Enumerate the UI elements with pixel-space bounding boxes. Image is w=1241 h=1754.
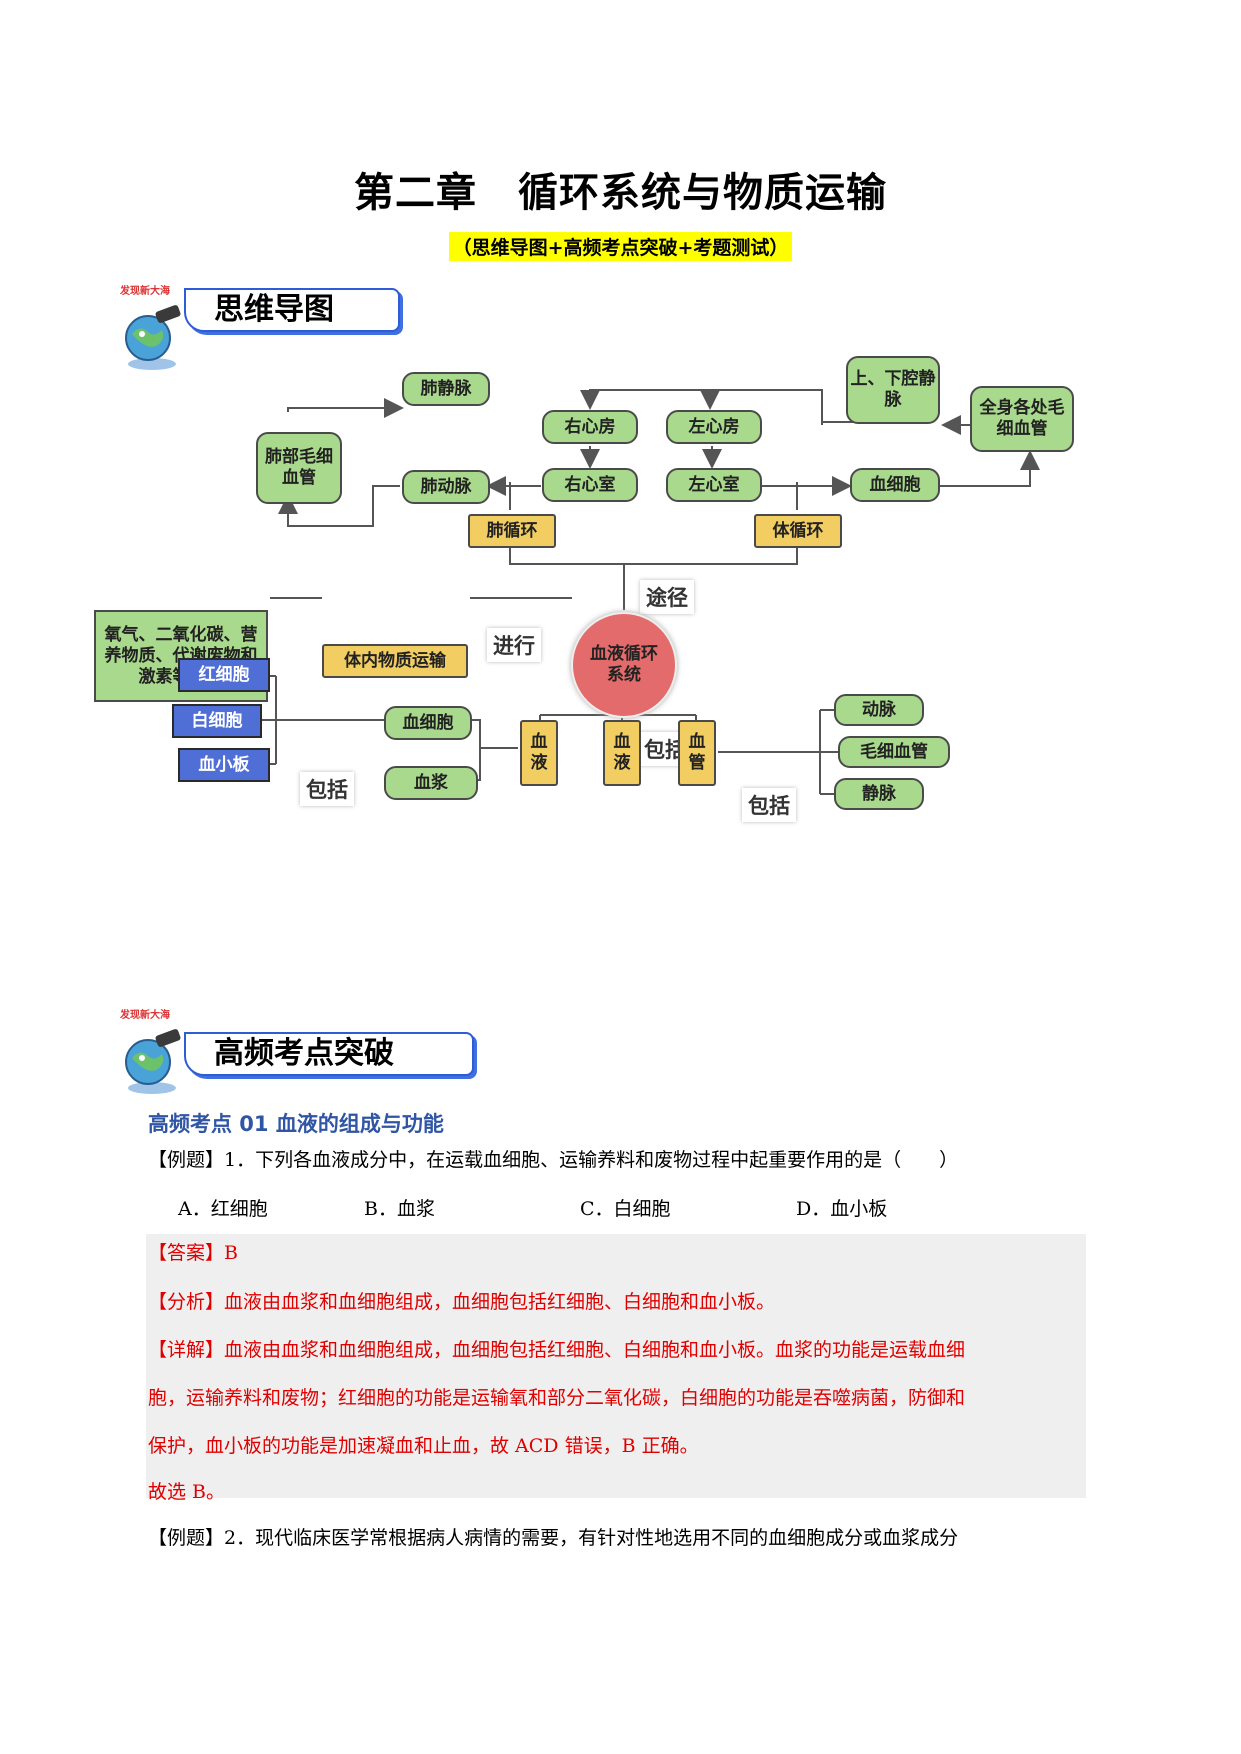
node-center: 血液循环系统: [571, 612, 677, 718]
node-vessel: 血管: [678, 720, 716, 786]
mascot-icon: 发现新大海: [118, 282, 186, 374]
node-lung-vein: 肺静脉: [402, 372, 490, 406]
node-left-atrium: 左心房: [666, 410, 762, 444]
node-left-ventricle: 左心室: [666, 468, 762, 502]
label-route: 途径: [640, 580, 694, 614]
center-label: 血液循环系统: [590, 644, 658, 685]
node-capillary: 毛细血管: [838, 736, 950, 768]
conclusion: 故选 B。: [148, 1481, 226, 1503]
option-a: A．红细胞: [178, 1198, 268, 1220]
mascot-icon-2: 发现新大海: [118, 1006, 186, 1098]
node-vein: 静脉: [834, 778, 924, 810]
node-transport: 体内物质运输: [322, 644, 468, 678]
node-white-blood-cell: 白细胞: [172, 704, 262, 738]
node-blood-1: 血液: [520, 720, 558, 786]
detail-line-1: 【详解】血液由血浆和血细胞组成，血细胞包括红细胞、白细胞和血小板。血浆的功能是运…: [148, 1339, 966, 1361]
node-lung-capillary: 肺部毛细血管: [256, 432, 342, 504]
section-banner-hot: 高频考点突破: [184, 1032, 474, 1076]
section-title-mindmap: 思维导图: [214, 292, 334, 327]
detail-line-2: 胞，运输养料和废物；红细胞的功能是运输氧和部分二氧化碳，白细胞的功能是吞噬病菌，…: [148, 1387, 966, 1409]
node-systemic-circulation: 体循环: [754, 514, 842, 548]
subtitle-wrap: （思维导图+高频考点突破+考题测试）: [0, 232, 1241, 261]
mind-map: 肺静脉 肺部毛细血管 右心房 左心房 上、下腔静脉 全身各处毛细血管 肺动脉 右…: [0, 356, 1241, 920]
mascot-text: 发现新大海: [119, 284, 170, 297]
label-carry: 进行: [487, 628, 541, 662]
section-banner-mindmap: 思维导图: [184, 288, 400, 332]
analysis: 【分析】血液由血浆和血细胞组成，血细胞包括红细胞、白细胞和血小板。: [148, 1291, 776, 1313]
node-blood-2: 血液: [603, 720, 641, 786]
label-include-left: 包括: [300, 772, 354, 806]
subtitle: （思维导图+高频考点突破+考题测试）: [448, 232, 793, 261]
node-red-blood-cell: 红细胞: [178, 658, 270, 692]
node-substances: 氧气、二氧化碳、营养物质、代谢废物和激素等物质: [94, 610, 268, 702]
node-right-ventricle: 右心室: [542, 468, 638, 502]
question-1: 【例题】1．下列各血液成分中，在运载血细胞、运输养料和废物过程中起重要作用的是（…: [148, 1149, 959, 1171]
option-c: C．白细胞: [580, 1198, 671, 1220]
answer: 【答案】B: [148, 1242, 238, 1264]
node-body-blood-cell: 血细胞: [850, 468, 940, 502]
node-artery: 动脉: [834, 694, 924, 726]
node-pulmonary-circulation: 肺循环: [468, 514, 556, 548]
page-title: 第二章 循环系统与物质运输: [354, 170, 887, 216]
mind-map-connectors: [262, 389, 1040, 795]
node-vena-cava: 上、下腔静脉: [846, 356, 940, 424]
mascot-text-2: 发现新大海: [119, 1008, 170, 1021]
node-blood-cell: 血细胞: [384, 706, 472, 740]
keypoint-title: 高频考点 01 血液的组成与功能: [148, 1112, 444, 1136]
label-include-right: 包括: [742, 788, 796, 822]
question-2: 【例题】2．现代临床医学常根据病人病情的需要，有针对性地选用不同的血细胞成分或血…: [148, 1527, 959, 1549]
answer-box: [146, 1234, 1086, 1498]
detail-line-3: 保护，血小板的功能是加速凝血和止血，故 ACD 错误，B 正确。: [148, 1435, 699, 1457]
node-body-capillary: 全身各处毛细血管: [970, 386, 1074, 452]
node-platelet: 血小板: [178, 748, 270, 782]
node-plasma: 血浆: [384, 766, 478, 800]
node-lung-artery: 肺动脉: [402, 470, 490, 504]
option-d: D．血小板: [796, 1198, 888, 1220]
node-right-atrium: 右心房: [542, 410, 638, 444]
option-b: B．血浆: [364, 1198, 435, 1220]
section-title-hot: 高频考点突破: [214, 1036, 394, 1071]
